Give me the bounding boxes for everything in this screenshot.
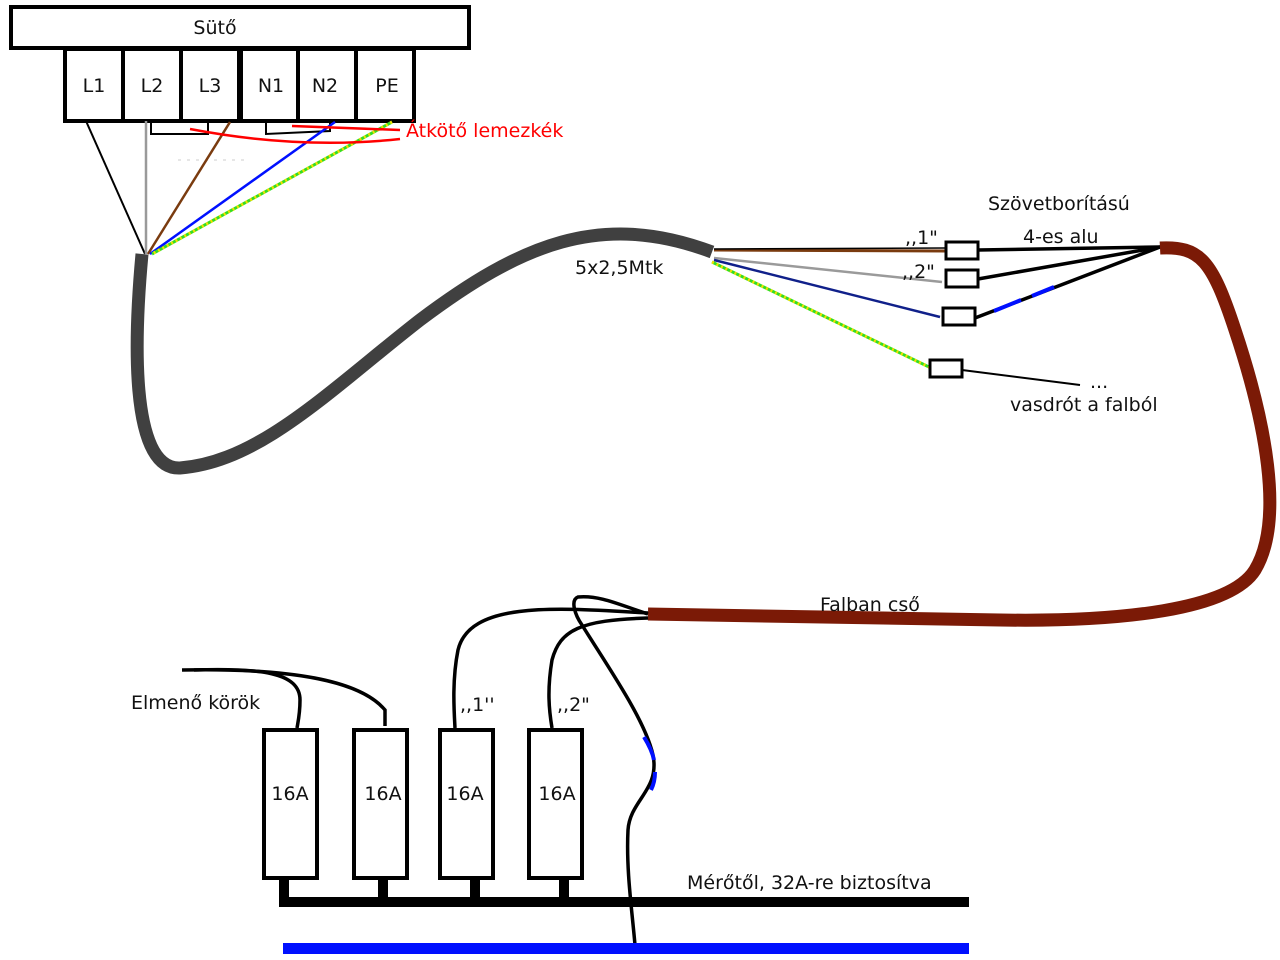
wire-n2-blue: [149, 120, 336, 256]
breaker-2: [352, 728, 409, 880]
neutral-blue-mark-4: [649, 771, 657, 791]
connector-pe: [928, 358, 964, 379]
jumper-arrow-1: [189, 127, 401, 145]
breaker-1: [262, 728, 319, 880]
breaker-2-rating: 16A: [364, 783, 401, 805]
outgoing-circuits-label: Elmenő körök: [131, 692, 260, 714]
iron-wire-dots: ...: [1090, 371, 1108, 393]
terminal-pe: [354, 47, 416, 123]
jumper-plates-label: Átkötő lemezkék: [406, 119, 563, 142]
wire-brown-1-black-edge: [713, 247, 947, 250]
neutral-blue-mark-2: [1031, 285, 1055, 298]
oven-label: Sütő: [193, 17, 236, 39]
neutral-wire-to-bus: [572, 595, 656, 946]
wire-to-breaker-1: [452, 607, 649, 729]
breaker-4: [527, 728, 584, 880]
alu-size-label: 4-es alu: [1023, 226, 1099, 248]
terminal-n2-label: N2: [312, 75, 338, 97]
connector-2: [944, 268, 980, 289]
breaker-3-rating: 16A: [446, 783, 483, 805]
wire-l1-black: [85, 120, 146, 255]
iron-wire-label: vasdrót a falból: [1010, 394, 1158, 416]
from-meter-label: Mérőtől, 32A-re biztosítva: [687, 872, 932, 894]
cable-label: 5x2,5Mtk: [575, 257, 663, 279]
wire-1-label: ,,1": [905, 227, 938, 249]
breaker-1-stem: [279, 878, 289, 902]
wire-blue-neutral: [713, 258, 941, 319]
iron-wire: [961, 369, 1081, 386]
wire-grey-2: [713, 256, 943, 284]
neutral-blue-mark-3: [642, 735, 656, 761]
wall-pipe: [647, 241, 1277, 627]
alu-wire-2: [977, 245, 1161, 281]
wire-pe-yellow-right: [711, 260, 930, 369]
breaker-3-stem: [470, 878, 480, 902]
phase-bus-bar: [279, 897, 969, 907]
oven-block: Sütő L1 L2 L3 N1 N2 PE: [9, 5, 471, 123]
neutral-bus-bar: [283, 943, 969, 954]
wire-l3-brown: [146, 121, 232, 255]
wall-pipe-label: Falban cső: [820, 594, 920, 616]
wire-2-label: ,,2": [902, 261, 935, 283]
breaker-wire-2-label: ,,2": [557, 694, 590, 716]
oven-box: [9, 5, 471, 50]
breaker-3: [438, 728, 495, 880]
breaker-2-stem: [378, 878, 388, 902]
terminal-l1: [63, 47, 125, 123]
terminal-l2-label: L2: [141, 75, 164, 97]
jumper-l1-l2-l3: [150, 121, 209, 135]
terminal-l3: [179, 47, 241, 123]
connector-1: [944, 240, 980, 261]
outgoing-wire-2: [181, 668, 387, 726]
wire-brown-1: [713, 248, 947, 253]
breaker-4-rating: 16A: [538, 783, 575, 805]
cloth-covered-label: Szövetborítású: [988, 193, 1130, 215]
terminal-n2: [296, 47, 358, 123]
cable-5x2-5-mtk: [130, 227, 715, 475]
breaker-4-stem: [559, 878, 569, 902]
breaker-wire-1-label: ,,1'': [460, 694, 495, 716]
jumper-arrow-2: [291, 124, 401, 132]
connector-neutral: [941, 306, 977, 327]
terminal-l3-label: L3: [199, 75, 222, 97]
wire-pe-yellow-stripe: [151, 120, 393, 256]
terminal-pe-label: PE: [375, 75, 398, 97]
terminal-n1-label: N1: [258, 75, 284, 97]
terminal-l1-label: L1: [83, 75, 106, 97]
wire-to-breaker-2: [547, 616, 649, 729]
breaker-panel: 16A 16A 16A 16A: [262, 728, 584, 902]
alu-wire-1: [977, 245, 1161, 252]
breaker-1-rating: 16A: [271, 783, 308, 805]
neutral-blue-mark-1: [993, 298, 1022, 313]
